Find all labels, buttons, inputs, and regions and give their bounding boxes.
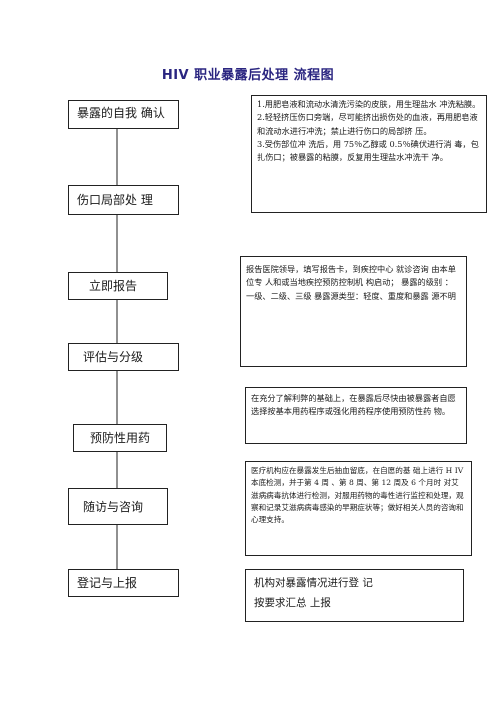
step-label: 暴露的自我 确认	[77, 106, 165, 120]
step-label: 立即报告	[89, 279, 138, 293]
step-prophylaxis: 预防性用药	[73, 424, 167, 452]
note-registration: 机构对暴露情况进行登 记 按要求汇总 上报	[245, 569, 464, 622]
step-assessment: 评估与分级	[68, 343, 179, 371]
note-line: 2.轻轻挤压伤口旁端，尽可能挤出损伤处的血液，再用肥皂液和流动水进行冲洗；禁止进…	[257, 112, 478, 136]
step-label: 伤口局部处 理	[77, 193, 153, 207]
note-line: 按要求汇总 上报	[254, 596, 331, 609]
page-title: HIV 职业暴露后处理 流程图	[161, 68, 335, 83]
note-line: 机构对暴露情况进行登 记	[254, 577, 373, 589]
step-label: 预防性用药	[90, 431, 151, 445]
note-line: 1.用肥皂液和流动水清洗污染的皮肤，用生理盐水 冲洗粘膜。	[257, 99, 481, 109]
step-label: 随访与咨询	[83, 500, 144, 514]
note-followup: 医疗机构应在暴露发生后抽血留底，在自愿的基 础上进行 H IV 本底检测，并于第…	[245, 461, 472, 556]
note-wound-treatment: 1.用肥皂液和流动水清洗污染的皮肤，用生理盐水 冲洗粘膜。 2.轻轻挤压伤口旁端…	[251, 95, 487, 213]
note-text: 在充分了解利弊的基础上，在暴露后尽快由被暴露者自愿选择按基本用药程序或强化用药程…	[251, 393, 456, 417]
note-report: 报告医院领导，填写报告卡，到疾控中心 就诊咨询 由本单位专 人和或当地疾控预防控…	[240, 256, 467, 367]
step-label: 登记与上报	[77, 576, 138, 590]
note-text: 医疗机构应在暴露发生后抽血留底，在自愿的基 础上进行 H IV 本底检测，并于第…	[251, 466, 464, 525]
step-self-confirm: 暴露的自我 确认	[68, 100, 179, 129]
step-wound-treatment: 伤口局部处 理	[68, 185, 179, 215]
step-immediate-report: 立即报告	[68, 272, 168, 300]
step-label: 评估与分级	[83, 350, 144, 364]
note-text: 报告医院领导，填写报告卡，到疾控中心 就诊咨询 由本单位专 人和或当地疾控预防控…	[246, 264, 456, 301]
note-prophylaxis: 在充分了解利弊的基础上，在暴露后尽快由被暴露者自愿选择按基本用药程序或强化用药程…	[245, 387, 467, 444]
step-followup: 随访与咨询	[68, 488, 168, 525]
step-registration: 登记与上报	[68, 569, 179, 597]
note-line: 3.受伤部位冲 洗后，用 75％乙醇或 0.5％碘伏进行消 毒，包扎伤口；被暴露…	[257, 138, 479, 163]
